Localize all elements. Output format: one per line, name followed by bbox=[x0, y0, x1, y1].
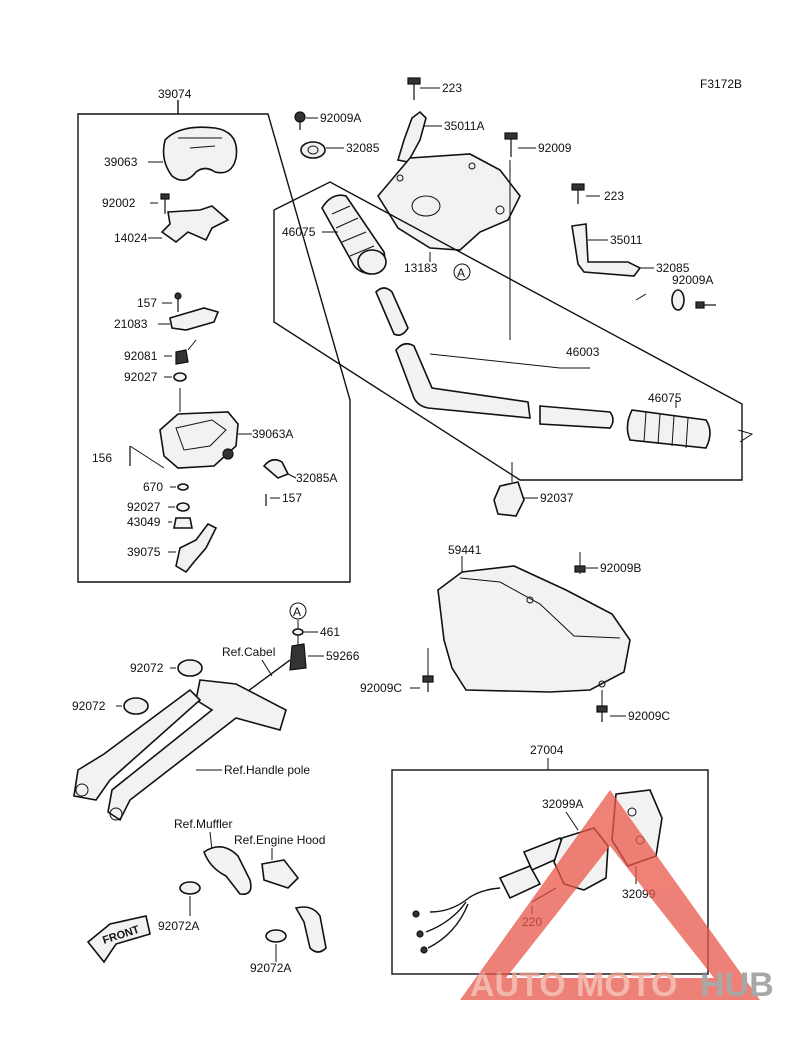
label-32099A: 32099A bbox=[542, 797, 583, 811]
label-39063: 39063 bbox=[104, 155, 138, 169]
label-92072A-a: 92072A bbox=[158, 919, 199, 933]
part-92027-a bbox=[173, 372, 187, 382]
label-35011: 35011 bbox=[610, 233, 643, 247]
marker-A-1-text: A bbox=[457, 266, 465, 280]
ref-engine-hood: Ref.Engine Hood bbox=[234, 833, 325, 847]
label-223-a: 223 bbox=[442, 81, 462, 95]
label-92009C-a: 92009C bbox=[360, 681, 402, 695]
group-handlebar: 223 92009A 35011A 32085 92009 13183 A bbox=[273, 77, 754, 517]
group-59441: 59441 92009B 92009C 92009C bbox=[360, 543, 670, 723]
label-43049: 43049 bbox=[127, 515, 161, 529]
label-46003: 46003 bbox=[566, 345, 600, 359]
part-46075-right bbox=[626, 409, 711, 449]
group-27004: 27004 32099A 32099 220 bbox=[391, 743, 709, 975]
label-92072A-b: 92072A bbox=[250, 961, 291, 975]
part-32085A bbox=[262, 458, 290, 479]
label-39063A: 39063A bbox=[252, 427, 293, 441]
ref-muffler-part bbox=[203, 846, 252, 896]
label-157-a: 157 bbox=[137, 296, 157, 310]
ref-engine-hood-part bbox=[261, 859, 300, 889]
group-handle-pole: A 461 59266 Ref.Cabel Ref.Handle pole 92… bbox=[72, 602, 360, 822]
part-39063 bbox=[162, 126, 238, 181]
part-92072A-a bbox=[179, 881, 201, 895]
label-461: 461 bbox=[320, 625, 340, 639]
label-92027-a: 92027 bbox=[124, 370, 158, 384]
label-32085: 32085 bbox=[346, 141, 380, 155]
part-14024 bbox=[160, 205, 230, 244]
label-13183: 13183 bbox=[404, 261, 438, 275]
part-46075-left bbox=[321, 194, 387, 275]
watermark-part2: MOTO bbox=[576, 966, 677, 1004]
group-39074: 39074 39063 92002 14024 157 21083 92081 … bbox=[77, 87, 351, 583]
part-13183 bbox=[377, 153, 521, 251]
label-92009A-a: 92009A bbox=[320, 111, 361, 125]
label-92027-b: 92027 bbox=[127, 500, 161, 514]
label-92009: 92009 bbox=[538, 141, 572, 155]
front-arrow-icon: FRONT bbox=[86, 915, 151, 964]
label-32085A: 32085A bbox=[296, 471, 337, 485]
label-59441: 59441 bbox=[448, 543, 482, 557]
label-46075-a: 46075 bbox=[282, 225, 316, 239]
figure-code: F3172B bbox=[700, 77, 742, 91]
label-92037: 92037 bbox=[540, 491, 574, 505]
part-32085 bbox=[300, 141, 326, 159]
part-39075 bbox=[175, 522, 218, 574]
part-59266 bbox=[289, 643, 307, 671]
ref-handle-pole: Ref.Handle pole bbox=[224, 763, 310, 777]
label-223-b: 223 bbox=[604, 189, 624, 203]
label-27004: 27004 bbox=[530, 743, 564, 757]
ref-muffler: Ref.Muffler bbox=[174, 817, 232, 831]
label-59266: 59266 bbox=[326, 649, 360, 663]
part-92072-a bbox=[177, 659, 203, 677]
part-35011 bbox=[571, 223, 642, 277]
ref-cabel: Ref.Cabel bbox=[222, 645, 275, 659]
part-21083 bbox=[169, 307, 220, 331]
part-35011A bbox=[396, 110, 427, 163]
label-156: 156 bbox=[92, 451, 112, 465]
part-39063A bbox=[159, 411, 239, 469]
label-92009A-b: 92009A bbox=[672, 273, 713, 287]
label-14024: 14024 bbox=[114, 231, 148, 245]
watermark-logo: AUTO MOTO HUB bbox=[460, 790, 774, 1004]
part-92081 bbox=[175, 349, 189, 365]
marker-A-2 bbox=[289, 602, 307, 620]
part-92072-b bbox=[123, 697, 149, 715]
part-46003 bbox=[395, 342, 531, 419]
label-92002: 92002 bbox=[102, 196, 136, 210]
part-92037 bbox=[493, 481, 525, 517]
label-32085-b: 32085 bbox=[656, 261, 690, 275]
label-46075-b: 46075 bbox=[648, 391, 682, 405]
watermark-part1: AUTO bbox=[470, 966, 566, 1004]
bar-section-1 bbox=[375, 287, 409, 336]
label-35011A: 35011A bbox=[444, 119, 484, 133]
marker-A-2-text: A bbox=[293, 605, 301, 619]
label-92072-b: 92072 bbox=[72, 699, 106, 713]
part-92072A-b bbox=[265, 929, 287, 943]
bar-section-3 bbox=[539, 405, 614, 429]
label-92009C-b: 92009C bbox=[628, 709, 670, 723]
label-670: 670 bbox=[143, 480, 163, 494]
label-157-b: 157 bbox=[282, 491, 302, 505]
watermark-part3: HUB bbox=[700, 966, 774, 1004]
label-92072-a: 92072 bbox=[130, 661, 164, 675]
part-59441 bbox=[437, 565, 631, 693]
label-39075: 39075 bbox=[127, 545, 161, 559]
label-39074: 39074 bbox=[158, 87, 192, 101]
marker-A-1 bbox=[453, 263, 471, 281]
label-92081: 92081 bbox=[124, 349, 158, 363]
ref-handle-pole-part bbox=[107, 679, 287, 822]
label-21083: 21083 bbox=[114, 317, 148, 331]
watermark-triangle-icon bbox=[460, 790, 760, 1000]
group-refs: Ref.Muffler Ref.Engine Hood 92072A 92072… bbox=[86, 817, 327, 975]
label-92009B: 92009B bbox=[600, 561, 641, 575]
